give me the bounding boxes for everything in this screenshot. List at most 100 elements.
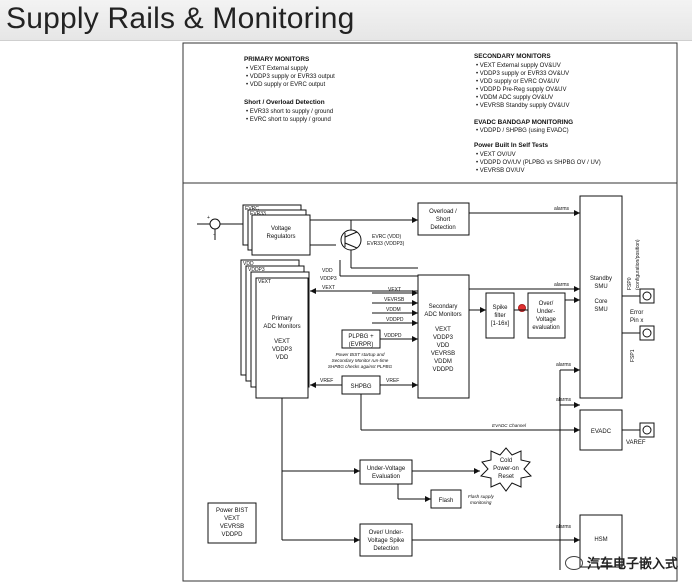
list-item: • VEXT External supply xyxy=(246,66,308,72)
transistor-label: EVRC (VDD) xyxy=(372,234,402,240)
secondary-adc-monitors-box xyxy=(417,274,470,399)
list-item: • VDD supply or EVRC OV&UV xyxy=(476,79,559,85)
fsp0-label: FSP0 xyxy=(627,277,633,290)
voltage-regulators-label: Voltage xyxy=(271,226,292,232)
diagram-text: evaluation xyxy=(532,325,559,331)
diagram-text: ADC Monitors xyxy=(424,312,461,318)
evadc-label: EVADC xyxy=(591,429,612,435)
spike-filter-label: Spike xyxy=(492,305,508,311)
diagram-text: VDDPD xyxy=(221,532,243,538)
list-item: • VDDP3 supply or EVR33 OV&UV xyxy=(476,71,569,77)
power-bist-label: Power BIST xyxy=(216,508,248,514)
diagram-text: SMU xyxy=(594,307,607,313)
diagram-text: VEXT xyxy=(435,327,451,333)
diagram-text: + xyxy=(207,215,210,221)
title-bar: Supply Rails & Monitoring xyxy=(0,0,692,41)
diagram-text: VEXT xyxy=(274,339,290,345)
list-item: • VDDPD OV/UV (PLPBG vs SHPBG OV / UV) xyxy=(476,160,601,166)
diagram-text: VDDP3 xyxy=(272,347,293,353)
power-bist-section: Power Built In Self Tests • VEXT OV/UV •… xyxy=(474,142,601,174)
spike-detection-label: Over/ Under- xyxy=(369,530,404,536)
short-detection-heading: Short / Overload Detection xyxy=(244,99,325,106)
flash-label: Flash xyxy=(439,498,454,504)
secondary-monitors-section: SECONDARY MONITORS • VEXT External suppl… xyxy=(474,53,569,109)
diagram-text: Detection xyxy=(430,225,455,231)
secondary-monitors-heading: SECONDARY MONITORS xyxy=(474,53,551,60)
sig-vdd: VDD xyxy=(322,268,333,274)
diagram-text: VEVRSB xyxy=(220,524,244,530)
evadc-box xyxy=(579,409,623,451)
list-item: • VDD supply or EVRC output xyxy=(246,82,325,88)
secondary-adc-label: Secondary xyxy=(429,304,458,310)
primary-adc-label: Primary xyxy=(272,316,293,322)
diagram-text: VDD xyxy=(276,355,289,361)
diagram-text: VDD xyxy=(437,343,450,349)
spike-filter-box xyxy=(485,292,515,339)
diagram-text: (configuration/position) xyxy=(635,239,641,290)
diagram-text: ADC Monitors xyxy=(263,324,300,330)
list-item: • VEVRSB OV/UV xyxy=(476,168,524,174)
shpbg-label: SHPBG xyxy=(350,384,371,390)
sig-vext: VEXT xyxy=(322,285,335,291)
error-pin-label: Error xyxy=(630,310,643,316)
diagram-text: filter xyxy=(494,313,505,319)
list-item: • VEVRSB Standby supply OV&UV xyxy=(476,103,569,109)
diagram-text: VDDPD xyxy=(386,317,404,323)
diagram-text: VEXT xyxy=(388,287,401,293)
diagram-text: VDDM xyxy=(434,359,452,365)
diagram-text: alarms xyxy=(556,362,572,368)
list-item: • EVRC short to supply / ground xyxy=(246,117,331,123)
primary-monitors-heading: PRIMARY MONITORS xyxy=(244,56,310,63)
diagram-text: VEXT xyxy=(224,516,240,522)
diagram-text: Core xyxy=(594,299,608,305)
list-item: • VDDPD / SHPBG (using EVADC) xyxy=(476,128,569,134)
list-item: • EVR33 short to supply / ground xyxy=(246,109,333,115)
diagram-text: VREF xyxy=(320,378,333,384)
uv-evaluation-label: Under-Voltage xyxy=(367,466,406,472)
summing-junction xyxy=(209,218,221,230)
diagram-text: VDDP3 xyxy=(433,335,454,341)
plpbg-label: PLPBG + xyxy=(348,334,374,340)
diagram-text: VDDPD xyxy=(384,333,402,339)
alarms-label: alarms xyxy=(554,206,570,212)
power-bist-box xyxy=(207,502,257,544)
diagram-text: Regulators xyxy=(266,234,295,240)
diagram-text: Under- xyxy=(537,309,555,315)
list-item: • VDDPD Pre-Reg supply OV&UV xyxy=(476,87,566,93)
overload-detection-label: Overload / xyxy=(429,209,457,215)
evrc-label: EVRC xyxy=(245,206,259,212)
uv-evaluation-box xyxy=(359,459,413,485)
bist-note: Power BIST startup and xyxy=(336,352,385,357)
hsm-box xyxy=(579,514,623,568)
standby-smu-box xyxy=(579,195,623,399)
diagram-text: VDDM xyxy=(386,307,401,313)
diagram-text: Voltage xyxy=(536,317,557,323)
list-item: • VDDM ADC supply OV&UV xyxy=(476,95,553,101)
diagram-text: Pin x xyxy=(630,318,643,324)
watermark: 汽车电子嵌入式 xyxy=(564,553,678,572)
hsm-label: HSM xyxy=(594,537,607,543)
diagram-text: Short xyxy=(436,217,451,223)
diagram-text: VDDP3 xyxy=(248,267,265,273)
primary-adc-monitors-box xyxy=(255,277,309,399)
diagram-text: Voltage Spike xyxy=(368,538,405,544)
transistor-symbol xyxy=(340,229,362,251)
ov-uv-evaluation-label: Over/ xyxy=(539,301,554,307)
list-item: • VDDP3 supply or EVR33 output xyxy=(246,74,335,80)
diagram-text: [1-16x] xyxy=(491,321,510,327)
cold-reset-label: Cold xyxy=(500,458,512,464)
standby-smu-label: Standby xyxy=(590,276,612,282)
watermark-text: 汽车电子嵌入式 xyxy=(586,556,678,571)
evadc-channel-label: EVADC Channel xyxy=(492,423,527,428)
diagram-text: VREF xyxy=(386,378,399,384)
voltage-regulators-box xyxy=(251,214,311,256)
cold-reset-burst xyxy=(479,447,533,492)
ov-uv-evaluation-box xyxy=(527,292,566,339)
diagram-text: SMU xyxy=(594,284,607,290)
page-title: Supply Rails & Monitoring xyxy=(6,2,355,35)
diagram-text: Reset xyxy=(498,474,514,480)
diagram-text: SHPBG checks against PLPBG xyxy=(328,364,393,369)
overload-detection-box xyxy=(417,202,470,236)
diagram-text: VEXT xyxy=(258,279,271,285)
